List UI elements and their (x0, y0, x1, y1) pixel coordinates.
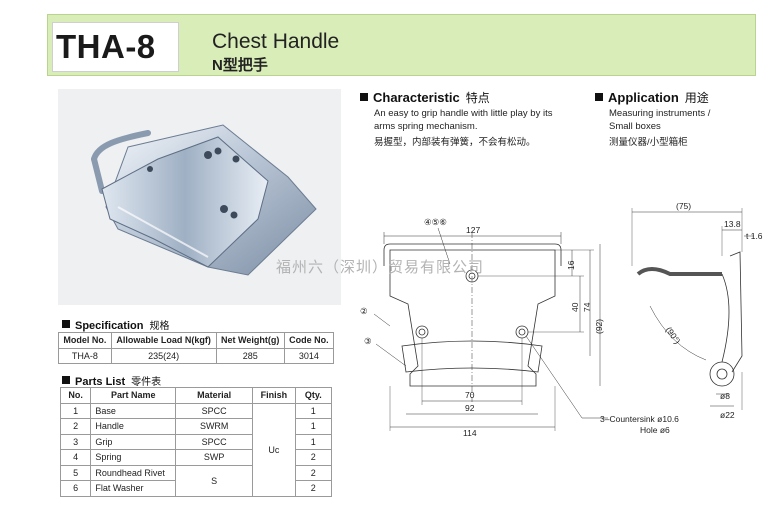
dim-92-ref: (92) (594, 319, 604, 334)
dim-16: 16 (566, 260, 576, 270)
table-header-row: Model No. Allowable Load N(kgf) Net Weig… (58, 332, 335, 349)
product-title-en: Chest Handle (212, 30, 340, 53)
finish-cell: Uc (252, 402, 296, 497)
specification-table: Model No. Allowable Load N(kgf) Net Weig… (58, 332, 335, 364)
hole-note: Hole ø6 (640, 425, 670, 435)
characteristic-text: An easy to grip handle with little play … (374, 108, 553, 148)
model-number: THA-8 (56, 28, 156, 65)
product-photo (58, 89, 341, 305)
callout-3: ③ (364, 336, 372, 346)
dim-d22: ø22 (720, 410, 735, 420)
dim-75: (75) (676, 201, 691, 211)
dim-angle: (90°) (664, 325, 683, 346)
bullet-square-icon (62, 320, 70, 328)
dim-13-8: 13.8 (724, 219, 741, 229)
callout-2: ② (360, 306, 368, 316)
bullet-square-icon (595, 93, 603, 101)
table-header-row: No. Part Name Material Finish Qty. (59, 387, 333, 404)
dim-114: 114 (463, 428, 477, 438)
application-text: Measuring instruments / Small boxes 测量仪器… (609, 108, 711, 148)
dim-40: 40 (570, 302, 580, 312)
dim-127: 127 (466, 225, 480, 235)
table-row: 1 Base SPCC Uc 1 (59, 402, 333, 497)
callout-456: ④⑤⑥ (424, 217, 447, 227)
technical-drawing: ④⑤⑥ ② ③ 127 16 40 74 (92) 70 92 114 3–Co… (360, 201, 763, 438)
table-row: 5 Roundhead Rivet S 2 (59, 464, 333, 497)
parts-list-table: No. Part Name Material Finish Qty. 1 Bas… (59, 387, 333, 497)
table-row: THA-8 235(24) 285 3014 (58, 347, 335, 364)
model-box (52, 22, 179, 72)
dim-t1-6: t 1.6 (746, 231, 763, 241)
watermark-text: 福州六（深圳）贸易有限公司 (276, 259, 485, 276)
bullet-square-icon (62, 376, 70, 384)
table-row: 6 Flat Washer 2 (59, 480, 333, 497)
dim-70: 70 (465, 390, 475, 400)
dim-92: 92 (465, 403, 475, 413)
bullet-square-icon (360, 93, 368, 101)
dim-d8: ø8 (720, 391, 730, 401)
countersink-note: 3–Countersink ø10.6 (600, 414, 679, 424)
dim-74: 74 (582, 302, 592, 312)
product-title-cn: N型把手 (212, 57, 268, 74)
